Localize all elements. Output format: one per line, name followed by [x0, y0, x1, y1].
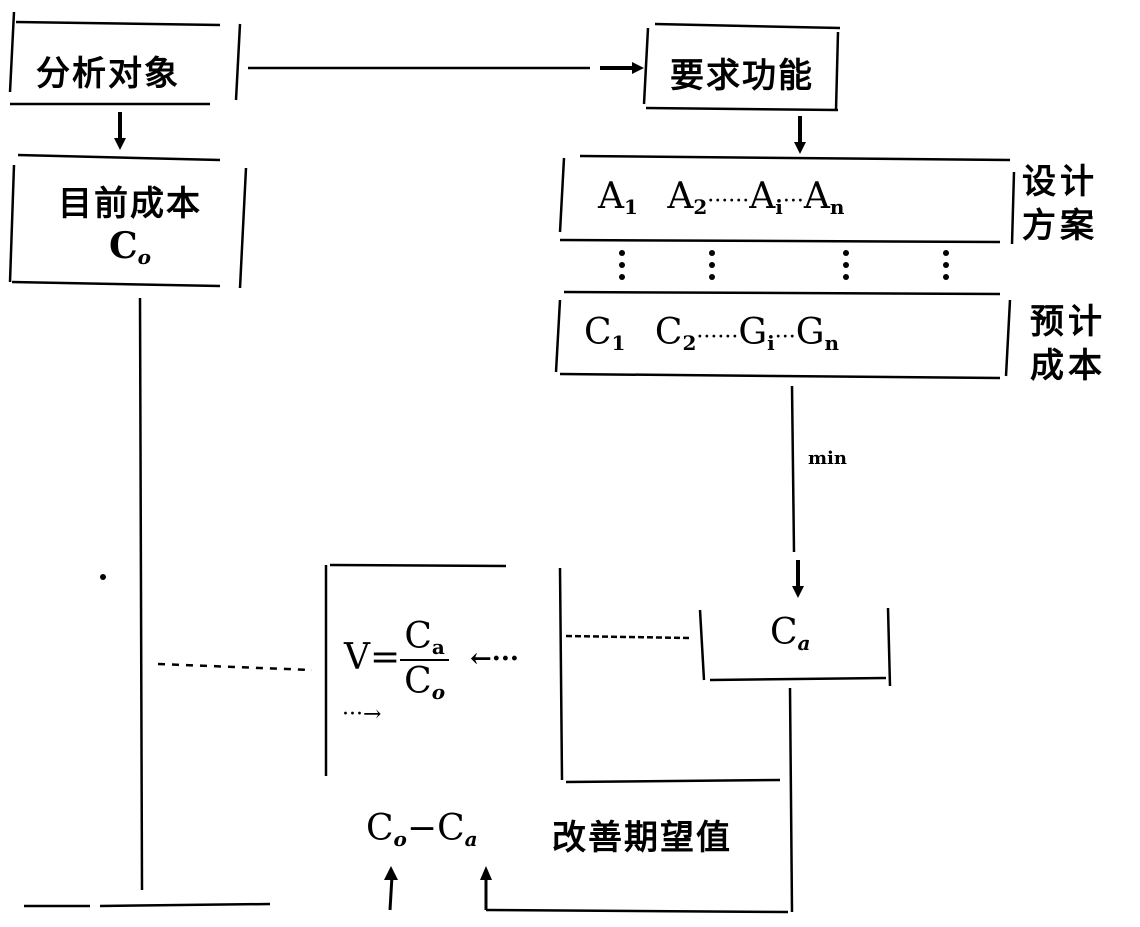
label-min: min	[808, 448, 847, 469]
edge-target-down	[485, 687, 794, 914]
estimated-cost-row: C1 C2······Gi···Gn	[584, 312, 839, 355]
label-estimated-cost: 预计 成本	[1030, 302, 1106, 386]
cost-item: C2······	[654, 312, 739, 355]
alt-item: A1	[598, 176, 638, 219]
cost-item: Gn	[795, 312, 840, 355]
box-analysis-object	[8, 11, 242, 106]
arrow-from-current: ···→	[342, 702, 382, 727]
alt-item: An	[803, 176, 845, 219]
alt-item: A2······	[667, 176, 750, 219]
box-value	[324, 563, 781, 784]
current-cost-symbol: Co	[109, 225, 151, 269]
node-target-cost: Ca	[770, 612, 811, 655]
edge-estimated-to-target	[790, 385, 796, 553]
edge-current-cost-down	[138, 297, 144, 891]
box-required-function	[642, 22, 841, 112]
label-improvement: 改善期望值	[552, 818, 732, 858]
design-alternatives-row: A1 A2······Ai···An	[598, 176, 844, 219]
node-analysis-object: 分析对象	[36, 54, 180, 94]
box-estimated-cost	[554, 290, 1012, 380]
node-required-function: 要求功能	[670, 56, 814, 96]
box-target-cost	[698, 607, 892, 687]
cost-item: Gi···	[738, 312, 796, 355]
label-design: 设计 方案	[1022, 162, 1098, 246]
improvement-expression: Co−Ca	[366, 808, 478, 851]
cost-item: C1	[584, 312, 626, 355]
arrow-from-target: ←···	[470, 644, 519, 674]
box-current-cost	[8, 153, 248, 289]
node-current-cost: 目前成本 Co	[40, 176, 220, 269]
alt-item: Ai···	[749, 176, 804, 219]
current-cost-title: 目前成本	[58, 184, 202, 224]
box-design	[558, 154, 1016, 245]
